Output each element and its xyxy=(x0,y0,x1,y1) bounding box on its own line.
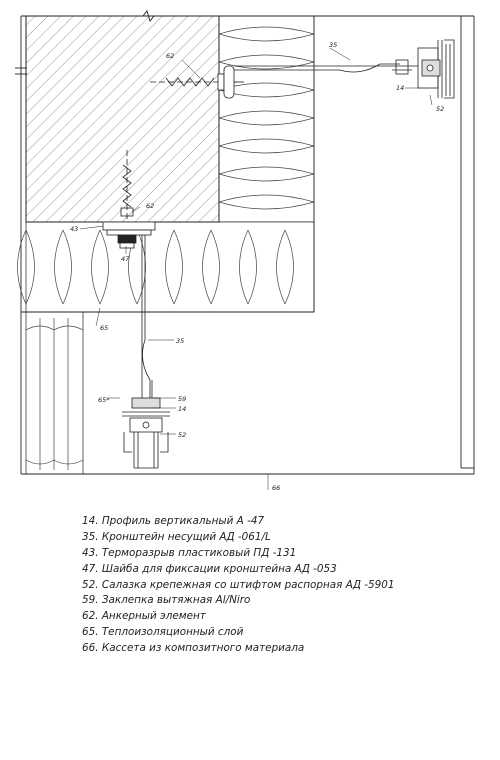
facade-section-drawing: 14 35 52 62 62 43 47 65 65* 35 59 14 52 … xyxy=(15,10,475,492)
profile-bottom xyxy=(122,397,170,469)
insulation-horizontal xyxy=(17,221,315,313)
callout-62-top: 62 xyxy=(166,52,174,60)
profile-top-right xyxy=(417,39,455,99)
anchor-top xyxy=(150,65,244,99)
legend-item: 47. Шайба для фиксации кронштейна АД -05… xyxy=(82,562,337,575)
callout-65-star: 65* xyxy=(98,396,110,404)
callout-52-bottom: 52 xyxy=(178,431,186,439)
callout-59: 59 xyxy=(178,395,186,403)
callout-14-bottom: 14 xyxy=(178,405,186,413)
leader-lines xyxy=(79,47,433,490)
insulation-upper xyxy=(219,16,314,222)
legend-item: 66. Кассета из композитного материала xyxy=(82,642,305,655)
bracket-vertical xyxy=(141,235,153,400)
callout-14-top: 14 xyxy=(396,84,404,92)
callout-47: 47 xyxy=(121,255,130,263)
legend-item: 43. Терморазрыв пластиковый ПД -131 xyxy=(82,546,297,559)
legend-item: 65. Теплоизоляционный слой xyxy=(82,626,244,639)
callout-35-bottom: 35 xyxy=(176,337,184,345)
legend-item: 62. Анкерный элемент xyxy=(82,610,206,623)
legend-item: 35. Кронштейн несущий АД -061/L xyxy=(82,530,271,543)
insulation-lower xyxy=(25,311,84,475)
callout-52-top: 52 xyxy=(436,105,444,113)
callout-62-mid: 62 xyxy=(146,202,154,210)
callout-43: 43 xyxy=(70,225,78,233)
masonry-wall xyxy=(25,15,220,223)
legend-item: 52. Салазка крепежная со штифтом распорн… xyxy=(82,578,395,591)
thermal-break xyxy=(102,221,156,249)
callout-35-top: 35 xyxy=(329,41,337,49)
callout-65: 65 xyxy=(100,324,108,332)
legend-item: 59. Заклепка вытяжная Al/Niro xyxy=(82,594,251,607)
legend-item: 14. Профиль вертикальный А -47 xyxy=(82,515,265,527)
callout-66: 66 xyxy=(272,484,280,492)
bracket-top xyxy=(234,59,418,75)
legend-list: 14. Профиль вертикальный А -47 35. Кронш… xyxy=(82,514,394,657)
